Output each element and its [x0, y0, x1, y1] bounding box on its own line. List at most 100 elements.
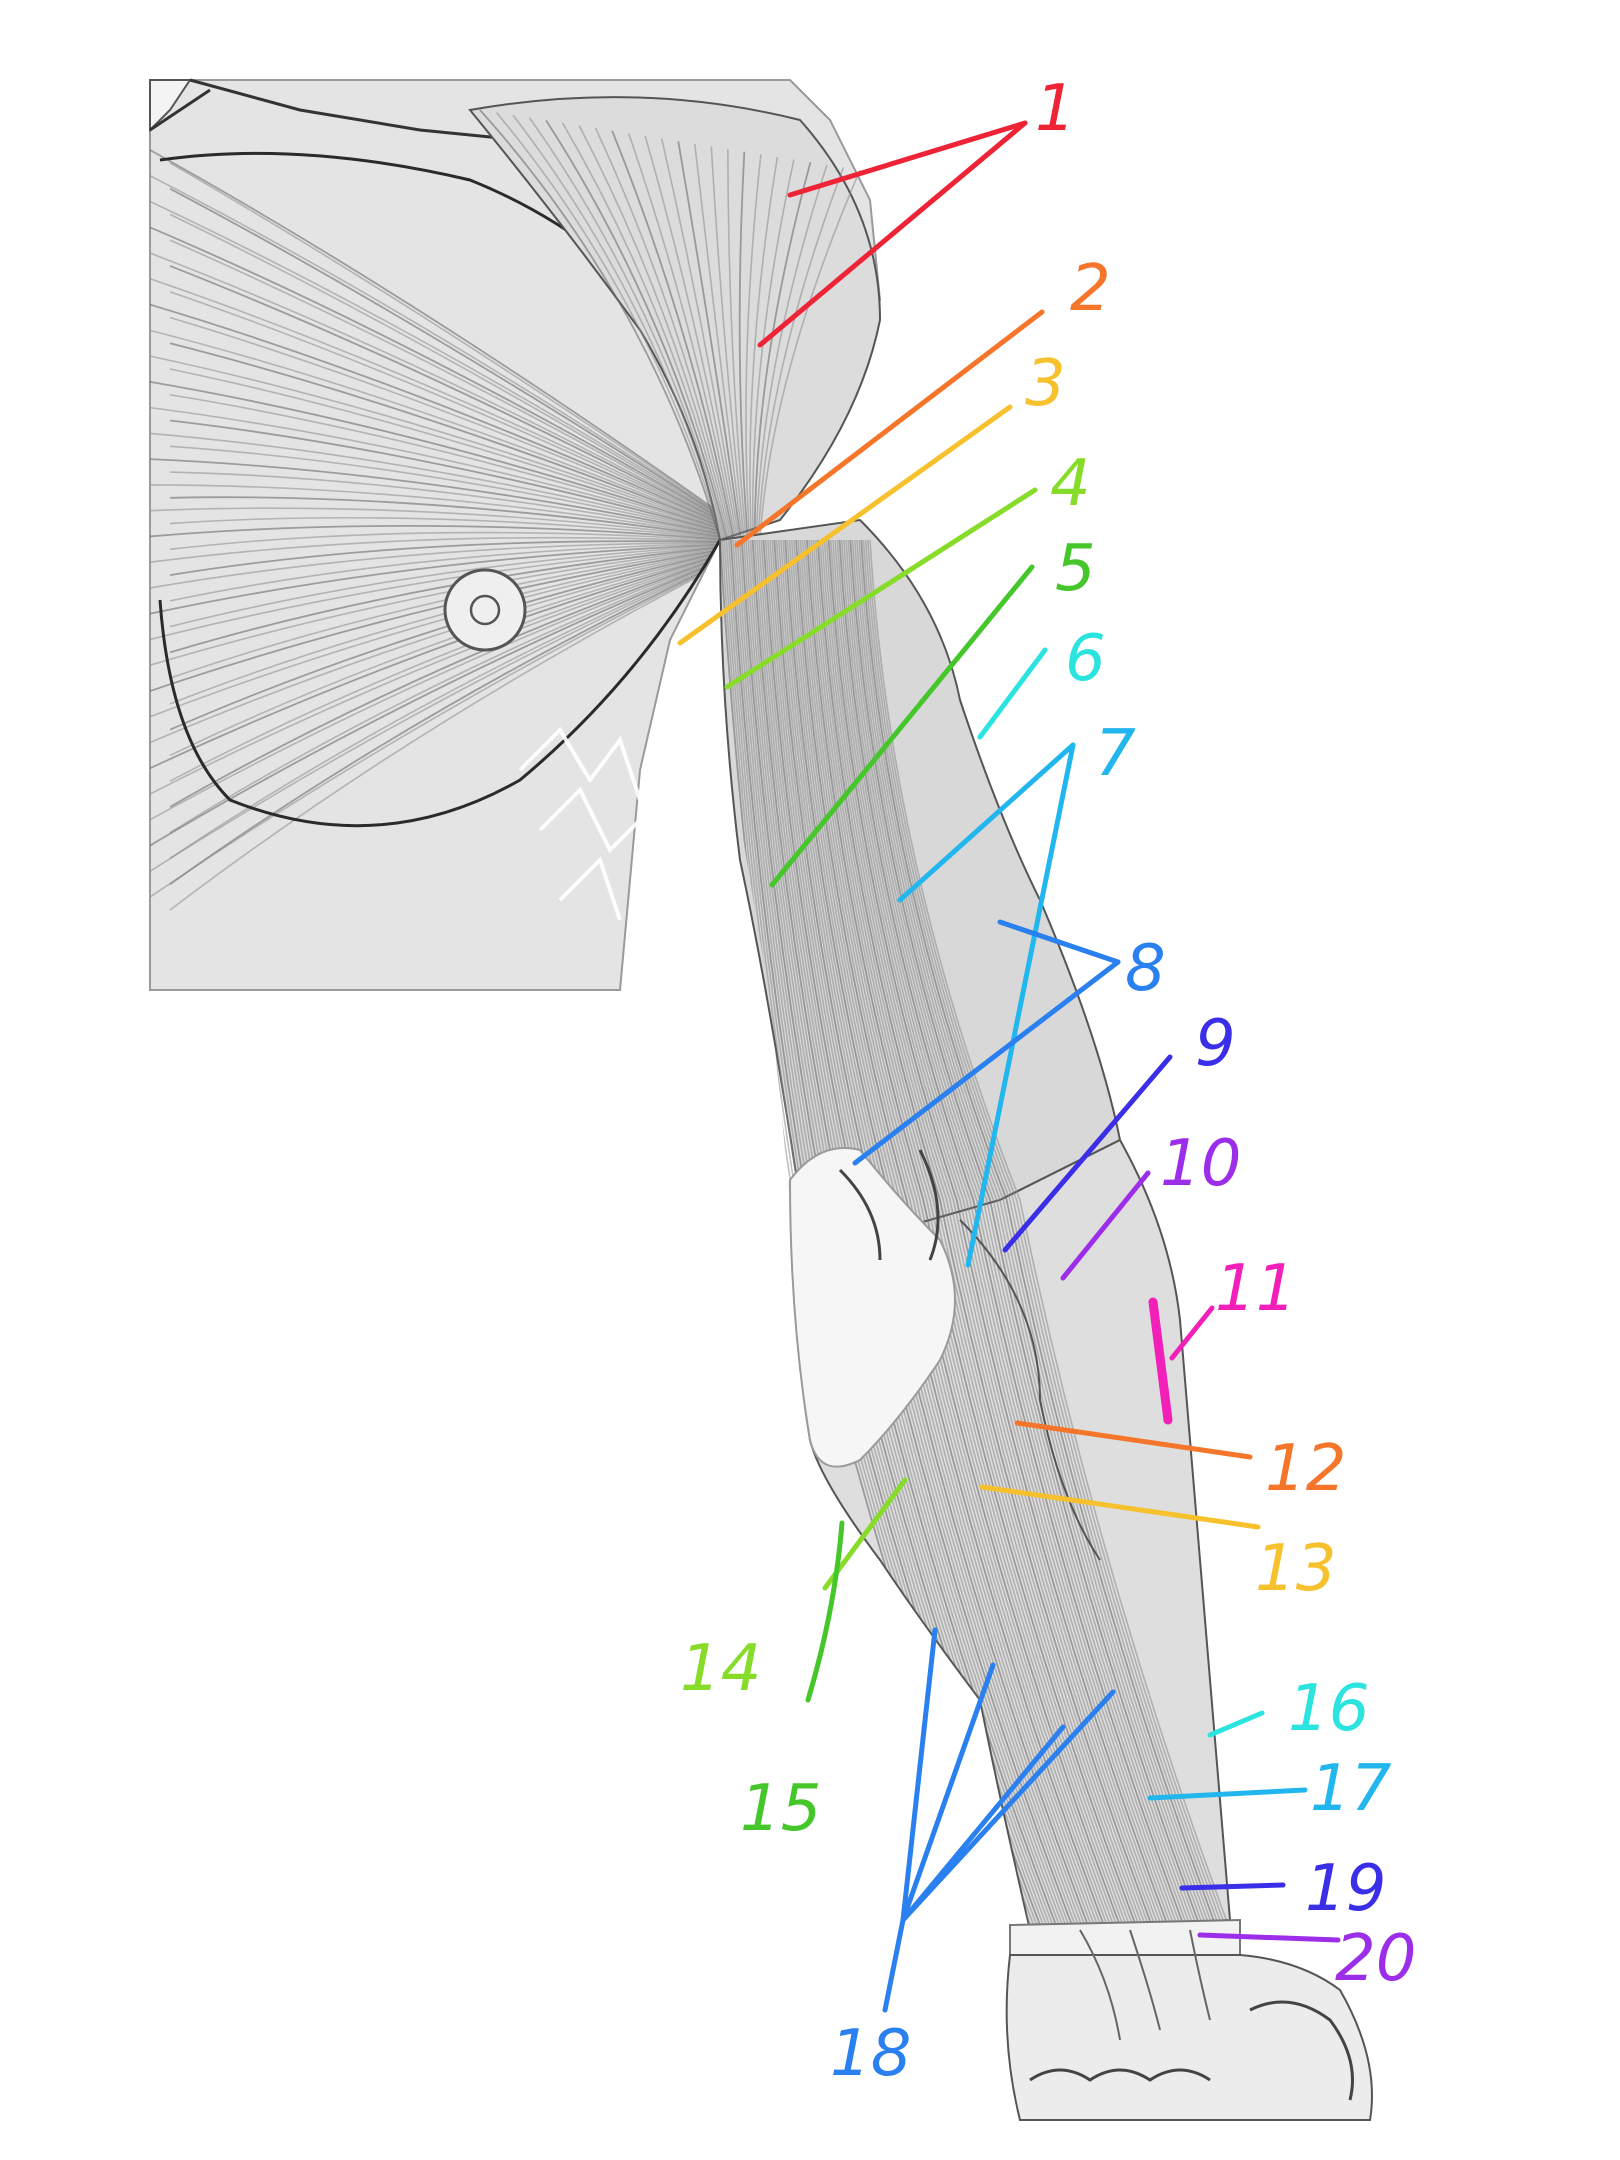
- leader-line-20: [1197, 1932, 1341, 1943]
- label-2: 2: [1070, 252, 1111, 326]
- muscle-fiber: [864, 539, 1225, 1930]
- muscle-fiber: [727, 149, 747, 541]
- leader-line-11b: [1169, 1305, 1215, 1361]
- muscle-fiber: [801, 539, 1132, 1930]
- muscle-fiber: [751, 159, 795, 541]
- leader-line-7b: [965, 742, 1076, 1268]
- muscle-fiber: [169, 556, 731, 860]
- label-5: 5: [1055, 532, 1096, 606]
- muscle-fiber: [150, 406, 731, 535]
- leader-line-16: [1207, 1710, 1265, 1738]
- muscle-fiber: [150, 554, 731, 821]
- muscle-fiber: [749, 156, 779, 541]
- muscle-fiber: [821, 539, 1161, 1930]
- muscle-fiber: [495, 112, 723, 541]
- muscle-fiber: [808, 539, 1142, 1930]
- muscle-fiber: [150, 555, 731, 847]
- muscle-fiber: [799, 539, 1129, 1930]
- muscle-fiber: [812, 539, 1148, 1930]
- brachioradialis-edge: [959, 1219, 1101, 1561]
- biceps-groove: [838, 1149, 940, 1261]
- label-13: 13: [1255, 1532, 1336, 1606]
- muscle-fiber: [150, 329, 731, 531]
- muscle-fiber: [150, 278, 731, 528]
- muscle-fiber: [867, 539, 1228, 1930]
- leader-line-7: [897, 742, 1076, 903]
- muscle-fiber: [856, 539, 1212, 1930]
- muscle-fiber: [169, 531, 731, 551]
- muscle-fiber: [795, 539, 1123, 1930]
- leader-line-11: [1148, 1297, 1173, 1425]
- muscle-fiber: [169, 555, 731, 834]
- muscle-fiber: [169, 162, 731, 522]
- muscle-fiber: [150, 525, 731, 542]
- muscle-fiber: [512, 114, 725, 541]
- muscle-fiber: [755, 164, 828, 541]
- muscle-fiber: [753, 161, 812, 541]
- muscle-fiber: [169, 559, 731, 911]
- label-9: 9: [1195, 1007, 1236, 1081]
- muscle-fiber: [836, 539, 1183, 1930]
- leader-lines: [677, 120, 1341, 2013]
- muscle-fiber: [832, 539, 1177, 1930]
- muscle-fiber: [150, 558, 731, 898]
- label-12: 12: [1265, 1432, 1346, 1506]
- muscle-fiber: [169, 471, 731, 538]
- leader-line-12: [1014, 1420, 1253, 1460]
- leader-line-15: [805, 1520, 845, 1703]
- knuckle-lines: [1029, 2000, 1354, 2101]
- muscle-fiber: [169, 551, 731, 757]
- muscle-fiber: [627, 133, 737, 541]
- nipple-inner: [469, 594, 501, 626]
- label-20: 20: [1335, 1922, 1416, 1996]
- muscle-fiber: [169, 496, 731, 540]
- label-11: 11: [1215, 1252, 1296, 1326]
- leader-line-9: [1002, 1054, 1173, 1253]
- muscle-fiber: [169, 265, 731, 527]
- serratus-lines: [518, 726, 652, 921]
- leader-line-4: [724, 487, 1038, 690]
- muscle-fiber: [823, 539, 1164, 1930]
- muscle-fiber: [150, 550, 731, 744]
- muscle-fiber: [169, 548, 731, 705]
- muscle-fiber: [169, 549, 731, 731]
- muscle-fiber: [150, 252, 731, 527]
- muscle-fiber: [169, 553, 731, 808]
- leader-line-18a: [900, 1627, 938, 1923]
- muscle-fiber: [150, 557, 731, 873]
- label-8: 8: [1125, 932, 1166, 1006]
- muscle-fiber: [150, 226, 731, 525]
- leader-line-3: [677, 404, 1013, 646]
- muscle-fiber: [825, 539, 1167, 1930]
- leader-line-18e: [882, 1917, 906, 2013]
- muscle-fiber: [561, 122, 730, 541]
- muscle-fiber: [759, 169, 861, 541]
- muscle-fiber: [150, 542, 731, 589]
- muscle-fiber: [827, 539, 1171, 1930]
- muscle-fiber: [710, 146, 746, 541]
- muscle-fiber: [860, 539, 1219, 1930]
- label-16: 16: [1288, 1672, 1369, 1746]
- label-19: 19: [1305, 1852, 1386, 1926]
- muscle-fiber: [169, 187, 731, 523]
- muscle-fiber: [169, 290, 731, 529]
- leader-line-2: [734, 309, 1045, 548]
- muscle-fiber: [169, 552, 731, 782]
- muscle-fiber: [169, 545, 731, 654]
- muscle-fiber: [745, 154, 762, 541]
- muscle-fiber: [810, 539, 1145, 1930]
- muscle-fiber: [869, 539, 1230, 1930]
- muscle-fiber: [660, 138, 740, 541]
- muscle-fiber: [150, 544, 731, 641]
- muscle-fiber: [150, 200, 731, 524]
- muscle-fiber: [150, 547, 731, 692]
- leader-line-8b: [852, 959, 1121, 1166]
- muscle-fiber: [528, 117, 726, 541]
- muscle-fiber: [693, 143, 744, 541]
- number-labels: 1 2 3 4 5 6 7 8 9 10 11 12 13 14 15 16 1…: [680, 72, 1416, 2091]
- muscle-fiber: [169, 557, 731, 885]
- muscle-fiber: [847, 539, 1199, 1930]
- label-17: 17: [1310, 1752, 1392, 1826]
- chest-illustration: [149, 78, 882, 991]
